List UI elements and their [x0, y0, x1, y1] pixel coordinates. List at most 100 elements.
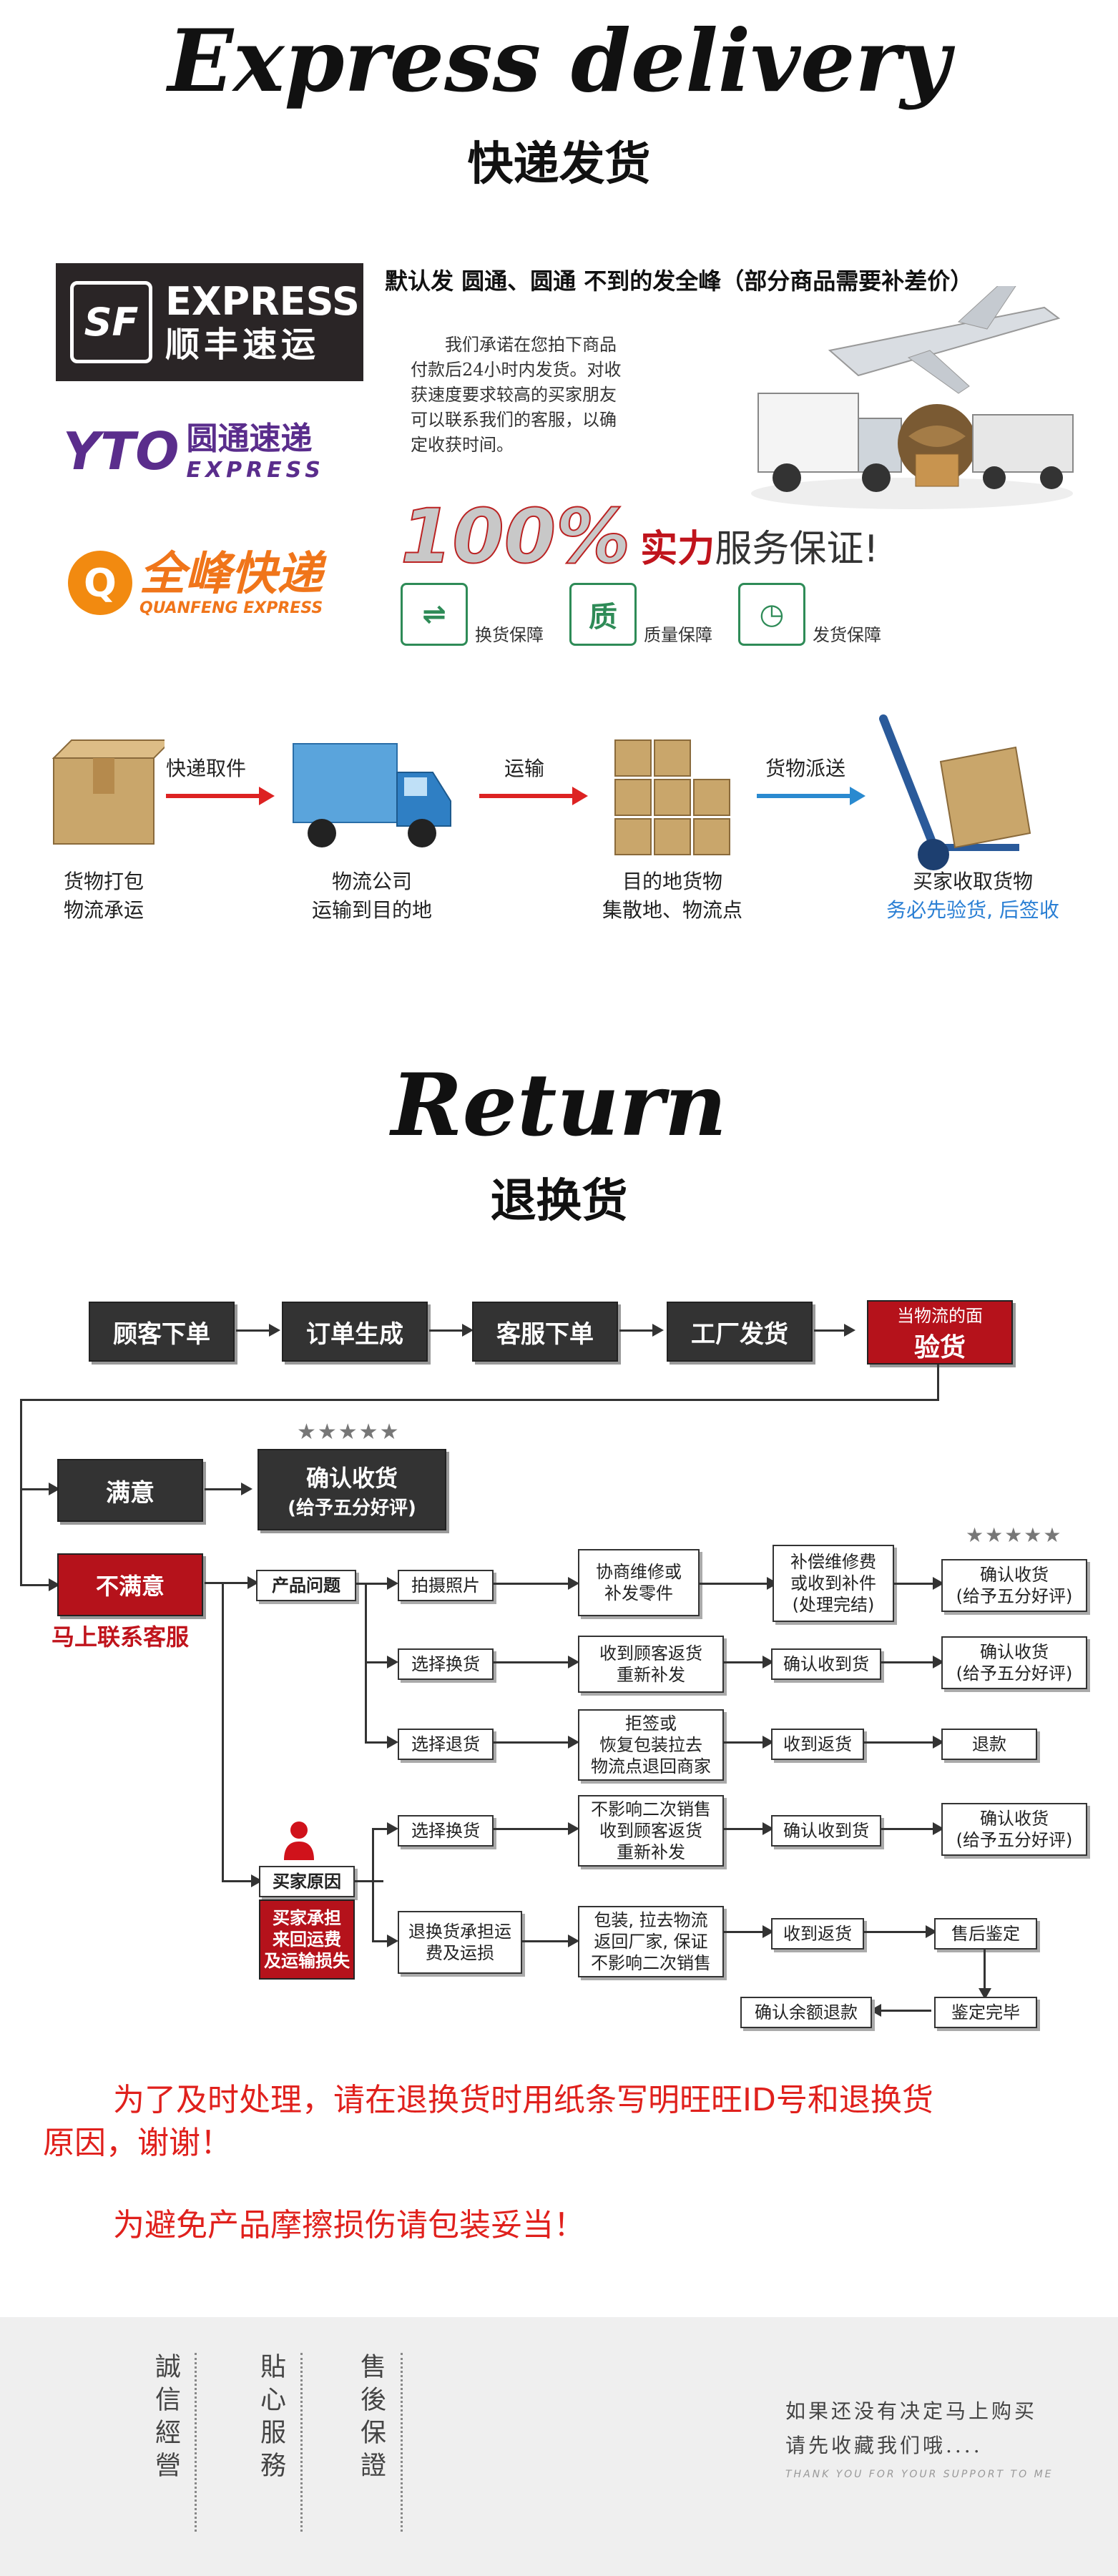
sf-cn: 顺丰速运 — [165, 324, 320, 365]
step-received-resend: 收到顾客返货重新补发 — [578, 1636, 724, 1693]
box-line: 不影响二次销售 — [591, 1799, 711, 1819]
step-customer-order: 顾客下单 — [89, 1302, 235, 1362]
yto-mark-icon: YTO — [63, 421, 180, 481]
badge-label: 发货保障 — [813, 625, 881, 645]
step-confirm-rating-2: 确认收货(给予五分好评) — [941, 1636, 1087, 1689]
box-line: 补偿维修费 — [790, 1552, 876, 1572]
contact-service-text: 马上联系客服 — [52, 1623, 190, 1651]
express-title-en: Express delivery — [167, 11, 951, 112]
flow-arrowhead-3 — [850, 787, 866, 805]
step-inspect: 当物流的面 验货 — [867, 1300, 1013, 1365]
caption-line: 集散地、物流点 — [602, 898, 742, 922]
caption-line-blue: 务必先验货, 后签收 — [886, 898, 1059, 922]
box-line: 费及运损 — [426, 1943, 494, 1963]
badge-shipping: ◷ 发货保障 — [738, 583, 881, 646]
inspect-small: 当物流的面 — [897, 1305, 983, 1326]
box-line: 及运输损失 — [264, 1951, 350, 1971]
box-line: 确认收货 — [979, 1642, 1049, 1662]
hand-truck-icon — [879, 714, 1031, 870]
step-balance-refund: 确认余额退款 — [740, 1997, 872, 2028]
step-confirm-received: 确认收到货 — [771, 1648, 881, 1680]
box-line: 或收到补件 — [790, 1573, 876, 1593]
step-confirm-received-2: 确认收到货 — [771, 1815, 881, 1847]
step-negotiate-repair: 协商维修或补发零件 — [578, 1549, 700, 1616]
footer-bookmark-2: 请先收藏我们哦.... — [785, 2434, 983, 2457]
step-refund: 退款 — [941, 1729, 1037, 1760]
stars-rating-icon: ★★★★★ — [297, 1420, 401, 1445]
step-pack-return: 包装, 拉去物流返回厂家, 保证不影响二次销售 — [578, 1906, 724, 1977]
box-line: 确认收货 — [979, 1565, 1049, 1585]
return-title-cn: 退换货 — [490, 1175, 628, 1228]
badge-exchange: ⇌ 换货保障 — [401, 583, 544, 646]
guarantee-badges: ⇌ 换货保障 质 质量保障 ◷ 发货保障 — [401, 583, 881, 646]
guarantee-rest: 服务保证! — [715, 528, 879, 571]
footer-service: 貼心服務 — [256, 2353, 285, 2484]
package-box-icon — [52, 739, 165, 845]
badge-quality: 质 质量保障 — [569, 583, 712, 646]
caption-line: 买家收取货物 — [912, 870, 1033, 893]
sf-mark-icon: SF — [70, 281, 152, 363]
step-refuse-sign: 拒签或恢复包装拉去物流点退回商家 — [578, 1709, 724, 1781]
promise-line: 定收获时间。 — [411, 435, 514, 455]
step-aftersale-check: 售后鉴定 — [934, 1918, 1037, 1950]
step-received-return: 收到返货 — [771, 1729, 864, 1760]
box-line: 不影响二次销售 — [591, 1953, 711, 1973]
box-line: 收到顾客返货 — [599, 1643, 702, 1663]
flow-arrow-3 — [757, 794, 853, 798]
footer-bookmark-1: 如果还没有决定马上购买 — [785, 2399, 1038, 2423]
person-icon — [284, 1822, 314, 1860]
flow-arrowhead-2 — [572, 787, 588, 805]
guarantee-number: 100% — [400, 493, 631, 580]
quanfeng-cn: 全峰快递 — [139, 547, 323, 601]
box-line: 物流点退回商家 — [591, 1756, 711, 1776]
footer-divider — [300, 2353, 303, 2532]
box-line: 确认收货 — [979, 1809, 1049, 1829]
quanfeng-express-logo: Q 全峰快递 QUANFENG EXPRESS — [68, 540, 376, 626]
step-received-return-2: 收到返货 — [771, 1918, 864, 1950]
box-line: 协商维修或 — [596, 1562, 682, 1582]
badge-label: 质量保障 — [644, 625, 712, 645]
step-check-done: 鉴定完毕 — [934, 1997, 1037, 2028]
promise-text: 我们承诺在您拍下商品 付款后24小时内发货。对收 获速度要求较高的买家朋友 可以… — [411, 333, 682, 458]
step-choose-exchange: 选择换货 — [398, 1648, 494, 1680]
confirm-line: (给予五分好评) — [288, 1497, 416, 1519]
warehouse-boxes-icon — [614, 739, 730, 855]
guarantee-bold: 实力 — [640, 528, 715, 571]
box-line: 返回厂家, 保证 — [594, 1932, 708, 1952]
box-line: 重新补发 — [617, 1665, 685, 1685]
box-line: (给予五分好评) — [956, 1830, 1073, 1850]
box-line: 买家承担 — [273, 1908, 341, 1928]
caption-line: 物流公司 — [331, 870, 412, 893]
step-satisfied: 满意 — [57, 1459, 203, 1522]
caption-line: 运输到目的地 — [311, 898, 432, 922]
flow-arrow-2 — [479, 794, 576, 798]
exchange-icon: ⇌ — [401, 583, 468, 646]
box-line: (给予五分好评) — [956, 1663, 1073, 1683]
clock-icon: ◷ — [738, 583, 805, 646]
promise-line: 获速度要求较高的买家朋友 — [411, 385, 617, 405]
badge-label: 换货保障 — [475, 625, 544, 645]
footer-thanks: THANK YOU FOR YOUR SUPPORT TO ME — [785, 2469, 1054, 2480]
step-choose-return: 选择退货 — [398, 1729, 494, 1760]
stars-rating-icon: ★★★★★ — [966, 1523, 1063, 1547]
express-title-cn: 快递发货 — [467, 138, 651, 191]
caption-carrier: 物流公司 运输到目的地 — [286, 867, 458, 925]
yto-express-logo: YTO 圆通速递 EXPRESS — [63, 405, 371, 498]
box-line: 包装, 拉去物流 — [594, 1910, 708, 1930]
quanfeng-mark-icon: Q — [68, 551, 132, 615]
box-line: 退换货承担运 — [408, 1922, 511, 1942]
delivery-truck-plane-image — [751, 286, 1074, 509]
return-title-en: Return — [391, 1055, 727, 1156]
default-carrier-note: 默认发 圆通、圆通 不到的发全峰（部分商品需要补差价） — [385, 267, 974, 295]
guarantee-banner: 100% 实力 服务保证! — [400, 493, 879, 580]
promise-line: 付款后24小时内发货。对收 — [411, 360, 622, 380]
box-line: 重新补发 — [617, 1842, 685, 1862]
box-line: 拒签或 — [625, 1714, 677, 1734]
step-unsatisfied: 不满意 — [57, 1553, 203, 1616]
promise-line: 我们承诺在您拍下商品 — [445, 335, 617, 355]
buyer-bear-cost: 买家承担 来回运费 及运输损失 — [259, 1899, 355, 1980]
step-take-photo: 拍摄照片 — [398, 1570, 494, 1601]
footer-panel — [0, 2317, 1118, 2576]
inspect-big: 验货 — [913, 1332, 966, 1362]
step-bear-shipping: 退换货承担运费及运损 — [398, 1911, 522, 1974]
